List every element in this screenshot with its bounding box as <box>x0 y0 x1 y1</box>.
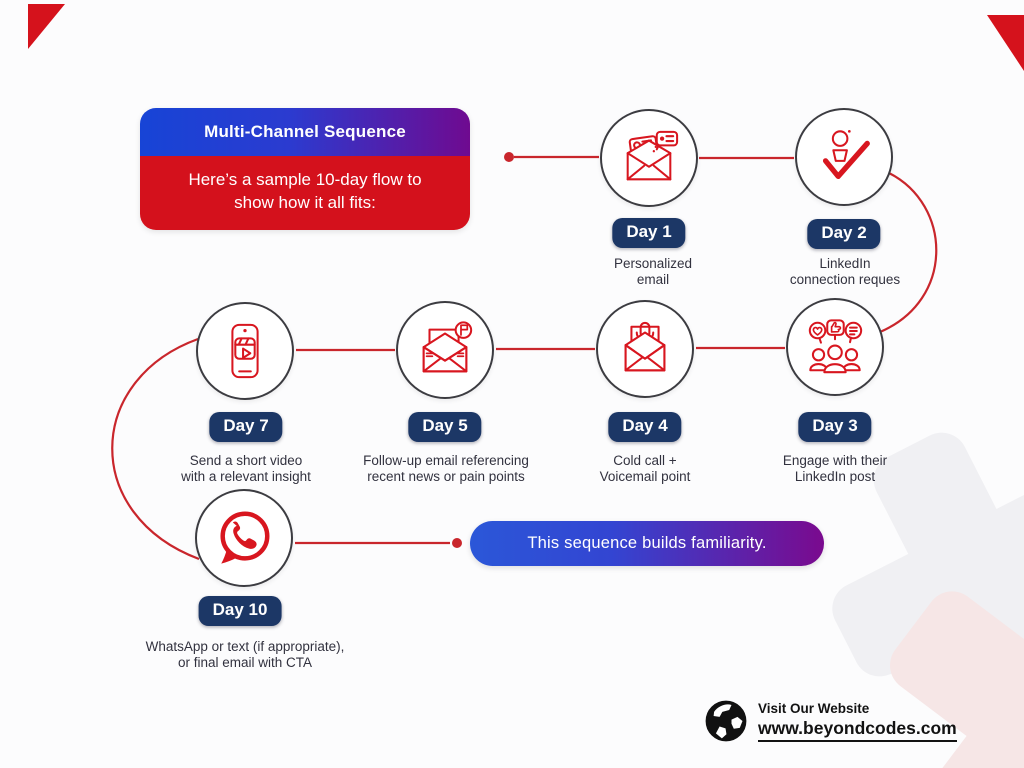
step-label: Personalized email <box>613 256 693 287</box>
step-label: Send a short video with a relevant insig… <box>181 453 311 484</box>
step-label: Follow-up email referencing recent news … <box>363 453 529 484</box>
day-badge: Day 7 <box>209 412 283 442</box>
footer-visit-label: Visit Our Website <box>758 700 870 716</box>
title-card: Multi-Channel Sequence Here’s a sample 1… <box>140 108 470 230</box>
title-card-header: Multi-Channel Sequence <box>140 108 470 156</box>
step-label: Engage with their LinkedIn post <box>782 453 888 484</box>
short-video-phone-icon <box>231 323 259 379</box>
step-circle-day7 <box>196 302 294 400</box>
whatsapp-icon <box>220 511 270 564</box>
step-circle-day4 <box>596 300 694 398</box>
step-circle-day1 <box>600 109 698 207</box>
step-circle-day2 <box>795 108 893 206</box>
step-circle-day5: @ <box>396 301 494 399</box>
connector-day2-day3-curve <box>879 172 938 334</box>
footer-website-link[interactable]: www.beyondcodes.com <box>758 718 957 742</box>
followup-email-icon: @ <box>422 321 473 373</box>
globe-icon <box>705 700 747 742</box>
day-badge: Day 1 <box>612 218 686 248</box>
connector-dot <box>504 152 514 162</box>
day-badge: Day 3 <box>798 412 872 442</box>
linkedin-connection-check-icon <box>822 129 870 180</box>
social-engagement-icon <box>808 319 863 374</box>
step-label: LinkedIn connection reques <box>789 256 901 287</box>
day-badge: Day 2 <box>807 219 881 249</box>
step-circle-day10 <box>195 489 293 587</box>
day-badge: Day 4 <box>608 412 682 442</box>
day-badge: Day 5 <box>408 412 482 442</box>
step-label: Cold call + Voicemail point <box>599 453 691 484</box>
step-circle-day3 <box>786 298 884 396</box>
step-label: WhatsApp or text (if appropriate), or fi… <box>145 639 345 670</box>
day-badge: Day 10 <box>198 596 282 626</box>
personalized-email-icon <box>626 130 679 181</box>
connector-dot <box>452 538 462 548</box>
voicemail-envelope-icon <box>624 321 666 372</box>
callout-pill: This sequence builds familiarity. <box>470 521 824 566</box>
connector-day7-day10-curve <box>111 337 200 561</box>
footer: Visit Our Website www.beyondcodes.com <box>704 699 957 743</box>
title-card-subtitle: Here’s a sample 10-day flow to show how … <box>140 156 470 230</box>
callout-text: This sequence builds familiarity. <box>527 534 767 552</box>
